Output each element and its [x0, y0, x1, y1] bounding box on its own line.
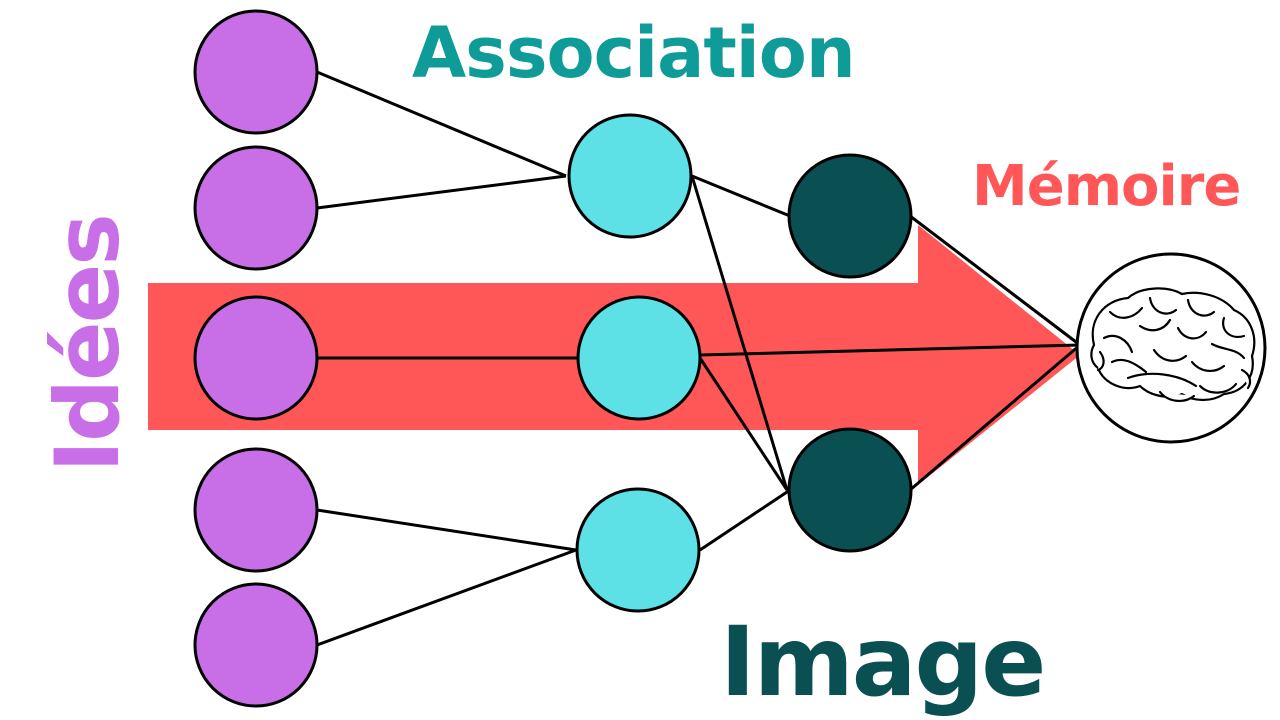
association-node: [575, 487, 701, 613]
idea-node: [193, 582, 319, 708]
association-node: [567, 113, 693, 239]
image-label: Image: [720, 606, 1046, 718]
edge: [699, 488, 791, 552]
edge: [909, 343, 1081, 492]
idea-node: [193, 145, 319, 271]
connections: [316, 70, 1081, 647]
association-node: [576, 295, 702, 421]
edge: [316, 548, 577, 647]
edge: [316, 70, 567, 178]
edge: [316, 174, 567, 210]
idea-node: [193, 295, 319, 421]
edge: [316, 508, 577, 552]
edge: [909, 214, 1081, 347]
association-nodes: [567, 113, 702, 613]
image-node: [787, 153, 913, 279]
idees-label: Idées: [36, 215, 139, 473]
edge: [698, 357, 789, 491]
image-node: [787, 427, 913, 553]
idea-node: [193, 447, 319, 573]
brain-icon: [1090, 287, 1256, 402]
idea-node: [193, 9, 319, 135]
edge: [691, 174, 791, 218]
idea-nodes: [193, 9, 319, 708]
memory-node: [1075, 252, 1267, 444]
memoire-label: Mémoire: [972, 154, 1241, 219]
edge: [699, 343, 1081, 357]
image-nodes: [787, 153, 913, 553]
edge: [690, 175, 789, 491]
association-label: Association: [412, 12, 856, 94]
